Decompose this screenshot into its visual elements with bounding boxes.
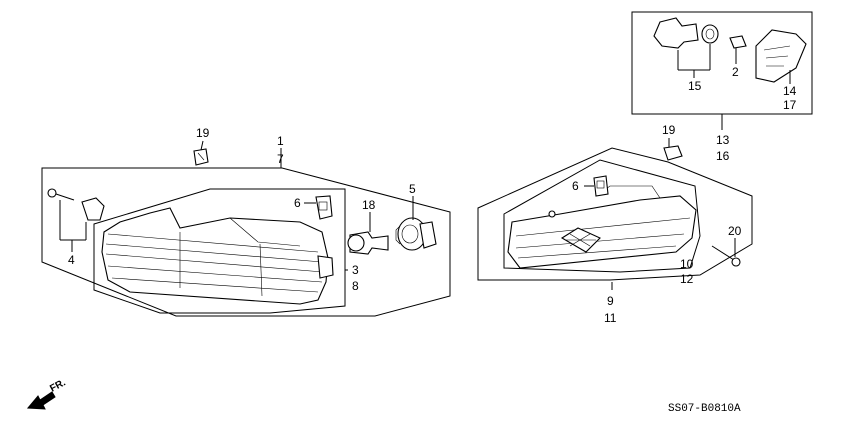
callout-19-left: 19 <box>196 126 210 140</box>
callout-7: 7 <box>277 152 284 166</box>
bulb-2 <box>729 35 747 49</box>
callout-10: 10 <box>680 257 694 271</box>
left-holder-6 <box>315 195 333 220</box>
callout-8: 8 <box>352 279 359 293</box>
right-holder-6 <box>593 175 609 197</box>
callout-labels: 1 7 19 6 18 5 4 3 8 19 6 20 10 12 9 11 1… <box>68 65 797 325</box>
diagram-code: SS07-B0810A <box>668 403 741 415</box>
callout-17: 17 <box>783 98 797 112</box>
socket-5 <box>395 217 437 251</box>
callout-9: 9 <box>607 294 614 308</box>
callout-5: 5 <box>409 182 416 196</box>
side-marker-box <box>631 11 813 130</box>
callout-18: 18 <box>362 198 376 212</box>
right-subassembly-outline <box>503 159 701 273</box>
left-lens-unit <box>101 207 334 305</box>
callout-20: 20 <box>728 224 742 238</box>
callout-13: 13 <box>716 133 730 147</box>
callout-1: 1 <box>277 134 284 148</box>
left-assembly-outline <box>41 167 451 317</box>
front-label: FR. <box>48 377 68 394</box>
socket-15 <box>653 17 719 49</box>
left-subassembly-outline <box>93 188 346 314</box>
screw-20 <box>711 245 741 267</box>
callout-19-right: 19 <box>662 123 676 137</box>
callout-11: 11 <box>604 311 617 325</box>
callout-12: 12 <box>680 272 694 286</box>
right-clip-19 <box>663 145 683 161</box>
front-direction-indicator: FR. <box>26 377 68 410</box>
bulb-18 <box>347 231 389 255</box>
right-assembly <box>477 138 753 290</box>
callout-2: 2 <box>732 65 739 79</box>
callout-14: 14 <box>783 84 797 98</box>
callout-15: 15 <box>688 79 702 93</box>
right-lens-unit <box>507 185 697 269</box>
callout-3: 3 <box>352 263 359 277</box>
right-assembly-outline <box>477 147 753 281</box>
left-clip-19 <box>193 148 209 166</box>
left-assembly <box>41 140 451 317</box>
side-marker-outline <box>631 11 813 115</box>
callout-4: 4 <box>68 253 75 267</box>
front-arrow-icon <box>26 391 56 410</box>
side-marker-lens-14 <box>755 29 807 83</box>
callout-6-left: 6 <box>294 196 301 210</box>
callout-16: 16 <box>716 149 730 163</box>
callout-6-right: 6 <box>572 179 579 193</box>
left-screw-4 <box>47 188 105 221</box>
